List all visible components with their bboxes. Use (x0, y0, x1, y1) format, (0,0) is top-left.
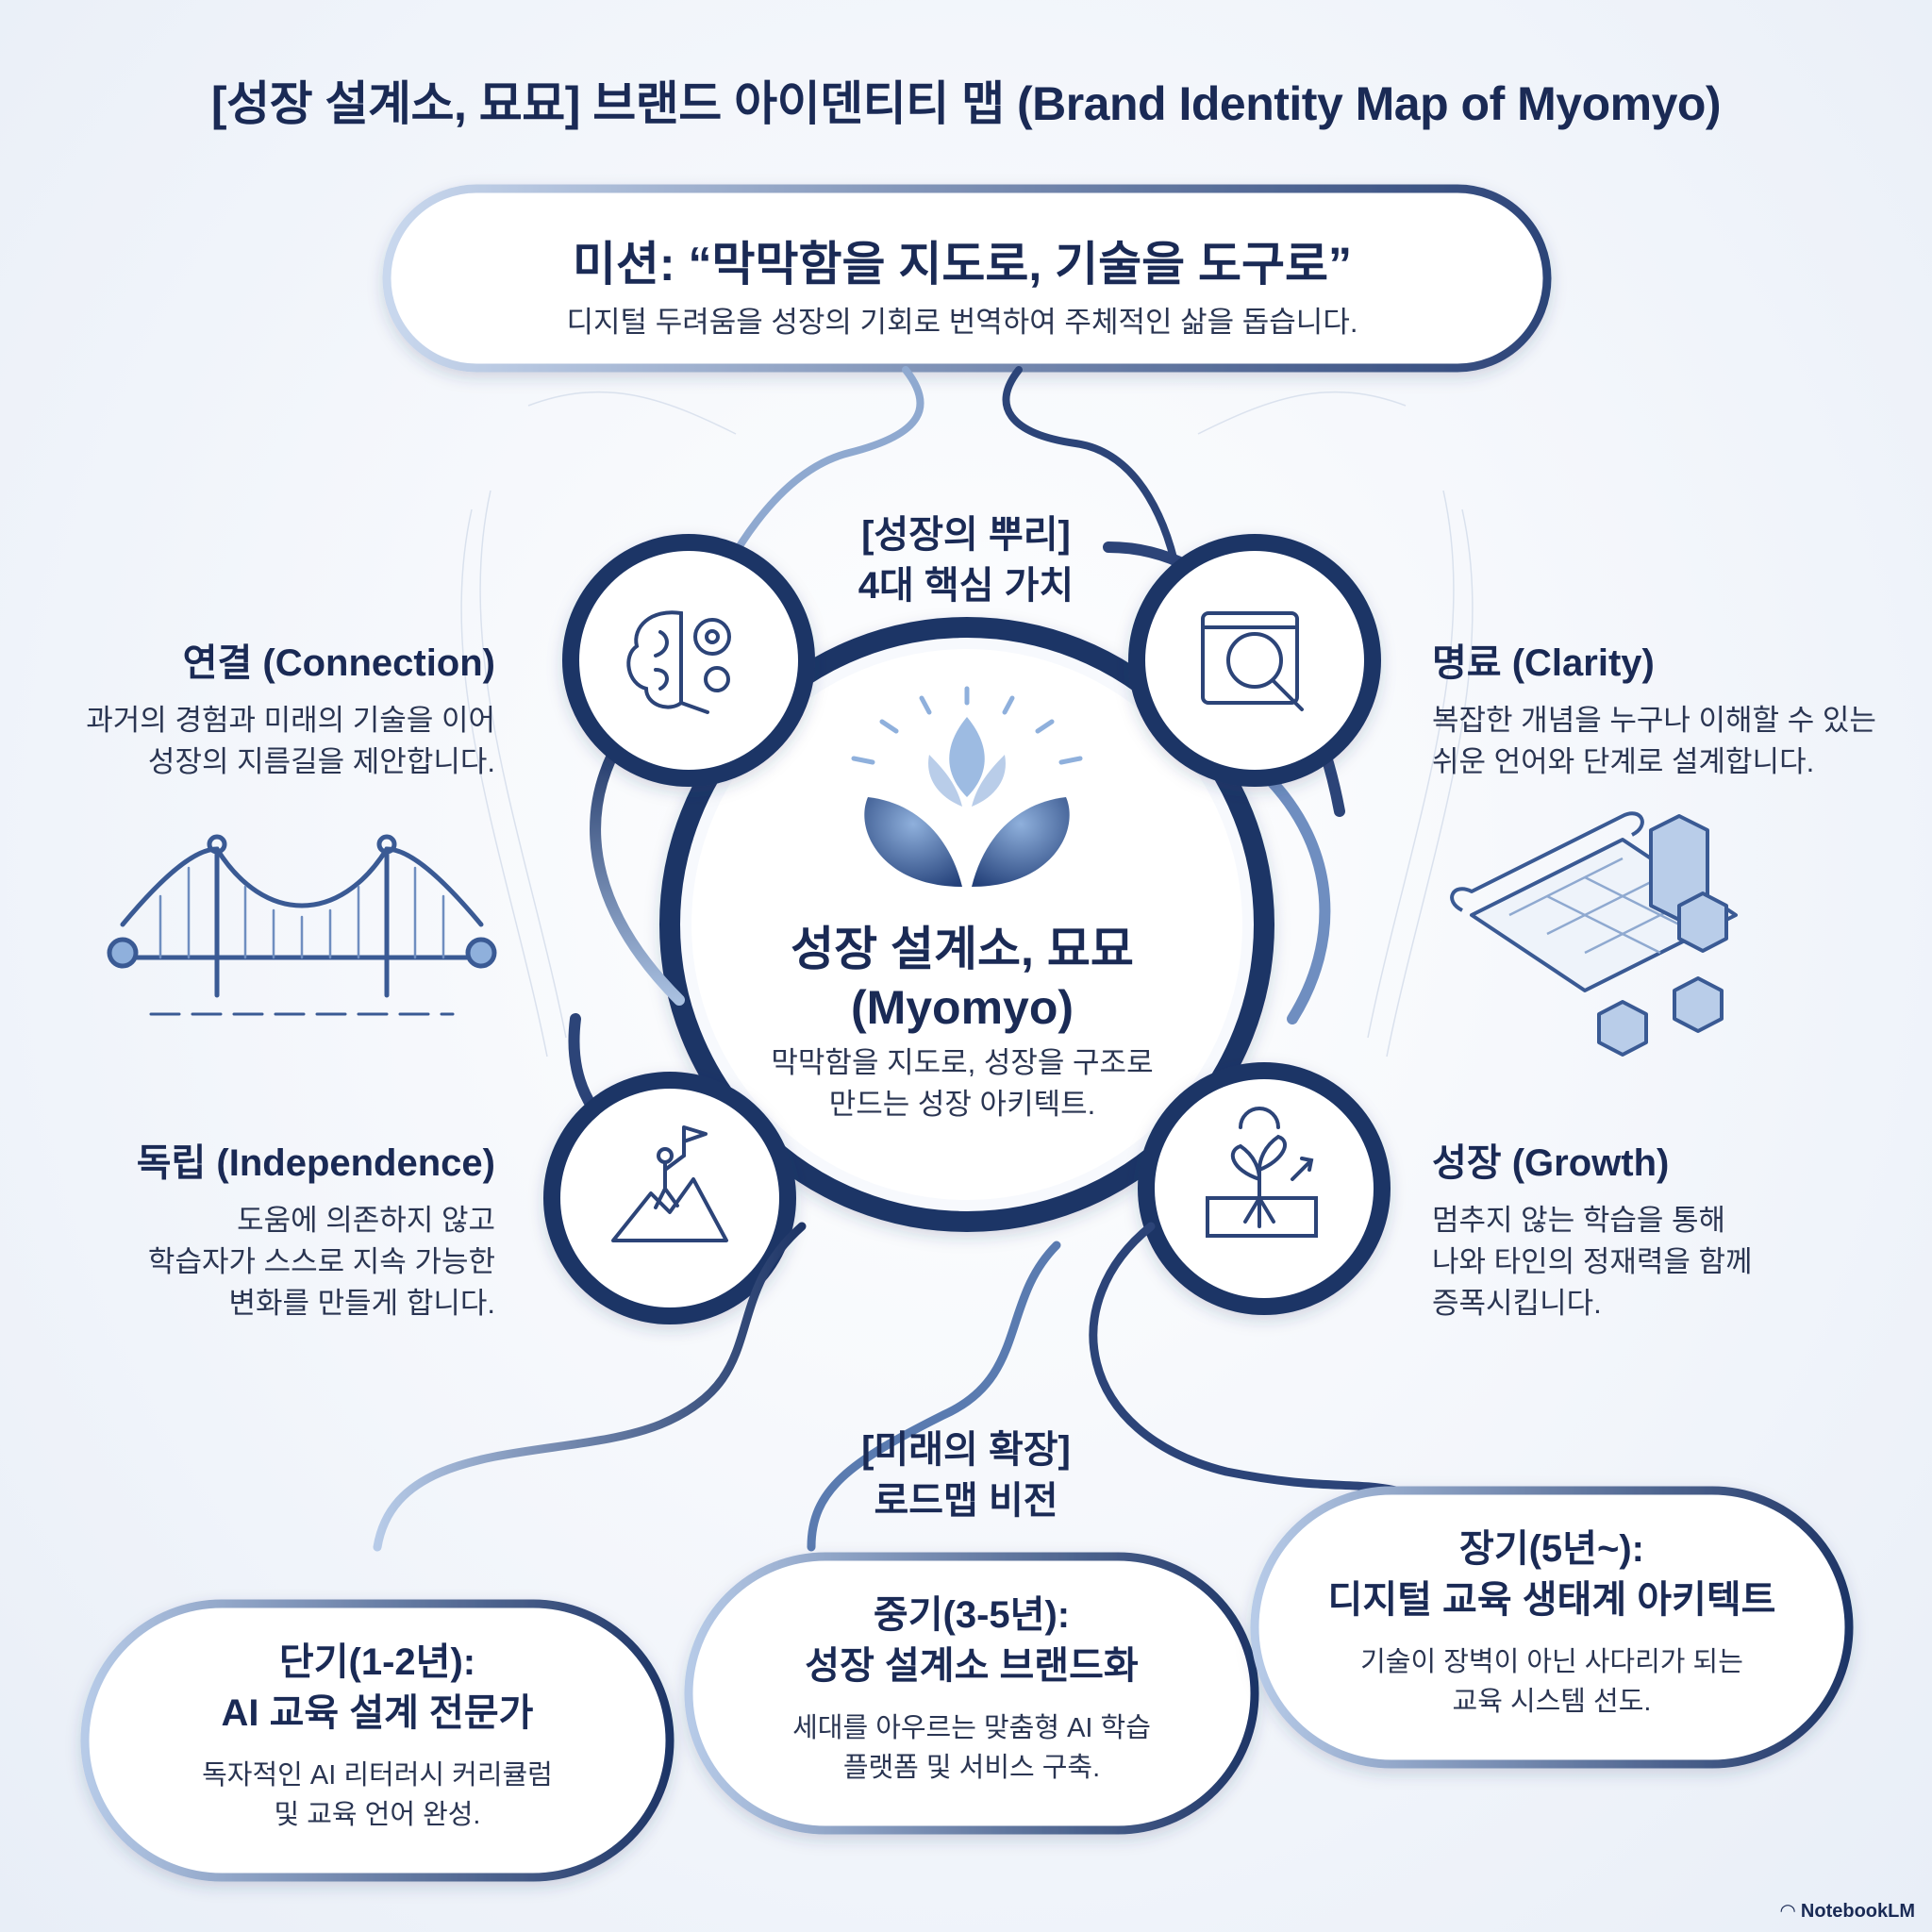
page-title: [성장 설계소, 묘묘] 브랜드 아이덴티티 맵 (Brand Identity… (210, 77, 1722, 130)
roadmap-header: [미래의 확장] 로드맵 비전 (777, 1424, 1155, 1526)
value-growth-desc-line: 멈추지 않는 학습을 통해 (1432, 1204, 1726, 1237)
notebooklm-logo-icon: ◠ (1780, 1901, 1795, 1922)
roadmap-long: 장기(5년~): 디지털 교육 생태계 아키텍트 기술이 장벽이 아닌 사다리가… (1274, 1524, 1830, 1722)
roadmap-short: 단기(1-2년): AI 교육 설계 전문가 독자적인 AI 리터러시 커리큘럼… (104, 1637, 651, 1835)
value-independence: 독립 (Independence) 도움에 의존하지 않고 학습자가 스스로 지… (57, 1132, 495, 1324)
center-name-line1: 성장 설계소, 묘묘 (791, 923, 1134, 975)
roadmap-pill-long (1250, 1486, 1854, 1769)
roadmap-pill-mid (684, 1552, 1259, 1835)
mission-title: 미션: “막막함을 지도로, 기술을 도구로” (572, 238, 1353, 291)
roadmap-pill-short (80, 1599, 675, 1882)
mission-pill (382, 184, 1552, 373)
bridge-icon (107, 834, 497, 1016)
value-circle-connection (562, 534, 815, 787)
core-values-header-line2: 4대 핵심 가치 (858, 565, 1074, 607)
roadmap-header-line2: 로드맵 비전 (874, 1480, 1058, 1522)
roadmap-short-title-line1: 단기(1-2년): (278, 1641, 476, 1683)
roadmap-short-title-line2: AI 교육 설계 전문가 (221, 1692, 534, 1734)
value-clarity-desc-line: 쉬운 언어와 단계로 설계합니다. (1432, 745, 1815, 778)
value-clarity-title: 명료 (Clarity) (1432, 642, 1655, 684)
value-independence-desc-line: 변화를 만들게 합니다. (228, 1287, 495, 1320)
roadmap-header-line1: [미래의 확장] (861, 1429, 1071, 1471)
value-clarity-desc-line: 복잡한 개념을 누구나 이해할 수 있는 (1432, 704, 1876, 737)
roadmap-mid-title-line2: 성장 설계소 브랜드화 (805, 1645, 1139, 1687)
roadmap-long-title-line1: 장기(5년~): (1459, 1528, 1644, 1570)
lotus-logo-icon (851, 686, 1083, 887)
contour-lines (460, 391, 1474, 1058)
mission-subtitle: 디지털 두려움을 성장의 기회로 번역하여 주체적인 삶을 돕습니다. (566, 306, 1358, 339)
value-independence-title: 독립 (Independence) (136, 1142, 495, 1184)
center-name-line2: (Myomyo) (850, 981, 1074, 1034)
value-circle-clarity (1128, 534, 1381, 787)
blueprint-cubes-icon (1450, 811, 1738, 1057)
center-desc-line2: 만드는 성장 아키텍트. (828, 1088, 1096, 1121)
blueprint-magnifier-icon (1201, 611, 1304, 711)
notebooklm-watermark: ◠NotebookLM (1781, 1899, 1915, 1923)
sprout-sun-icon (1206, 1107, 1318, 1238)
value-connection-title: 연결 (Connection) (182, 642, 495, 684)
brain-gear-icon (626, 610, 731, 714)
roadmap-short-desc-line: 및 교육 언어 완성. (274, 1800, 481, 1830)
center-desc-line1: 막막함을 지도로, 성장을 구조로 (771, 1046, 1154, 1079)
value-connection-desc-line: 과거의 경험과 미래의 기술을 이어 (86, 704, 495, 737)
value-growth-desc-line: 나와 타인의 정재력을 함께 (1432, 1245, 1753, 1278)
value-independence-desc-line: 도움에 의존하지 않고 (237, 1204, 495, 1237)
value-independence-desc-line: 학습자가 스스로 지속 가능한 (147, 1245, 495, 1278)
center-brand-name: 성장 설계소, 묘묘 (Myomyo) (698, 920, 1226, 1037)
value-connection-desc-line: 성장의 지름길을 제안합니다. (147, 745, 495, 778)
roadmap-long-desc-line: 교육 시스템 선도. (1452, 1687, 1652, 1717)
roadmap-long-desc-line: 기술이 장벽이 아닌 사다리가 되는 (1360, 1647, 1743, 1677)
roadmap-mid-desc-line: 세대를 아우르는 맞춤형 AI 학습 (792, 1713, 1151, 1743)
roadmap-long-title-line2: 디지털 교육 생태계 아키텍트 (1327, 1579, 1776, 1621)
summit-flag-icon (611, 1125, 728, 1242)
roadmap-short-desc-line: 독자적인 AI 리터러시 커리큘럼 (202, 1760, 553, 1790)
core-values-header-line1: [성장의 뿌리] (861, 514, 1071, 556)
roadmap-mid-title-line1: 중기(3-5년): (873, 1594, 1071, 1636)
value-connection: 연결 (Connection) 과거의 경험과 미래의 기술을 이어 성장의 지… (57, 632, 495, 783)
value-growth-title: 성장 (Growth) (1432, 1142, 1670, 1184)
value-clarity: 명료 (Clarity) 복잡한 개념을 누구나 이해할 수 있는 쉬운 언어와… (1432, 632, 1904, 783)
core-values-header: [성장의 뿌리] 4대 핵심 가치 (777, 509, 1155, 611)
roadmap-mid: 중기(3-5년): 성장 설계소 브랜드화 세대를 아우르는 맞춤형 AI 학습… (708, 1590, 1236, 1788)
value-growth-desc-line: 증폭시킵니다. (1432, 1287, 1602, 1320)
center-description: 막막함을 지도로, 성장을 구조로 만드는 성장 아키텍트. (717, 1042, 1208, 1125)
roadmap-mid-desc-line: 플랫폼 및 서비스 구축. (842, 1753, 1101, 1783)
value-circle-growth (1138, 1062, 1391, 1315)
footer-label: NotebookLM (1800, 1901, 1915, 1922)
value-growth: 성장 (Growth) 멈추지 않는 학습을 통해 나와 타인의 정재력을 함께… (1432, 1132, 1904, 1324)
